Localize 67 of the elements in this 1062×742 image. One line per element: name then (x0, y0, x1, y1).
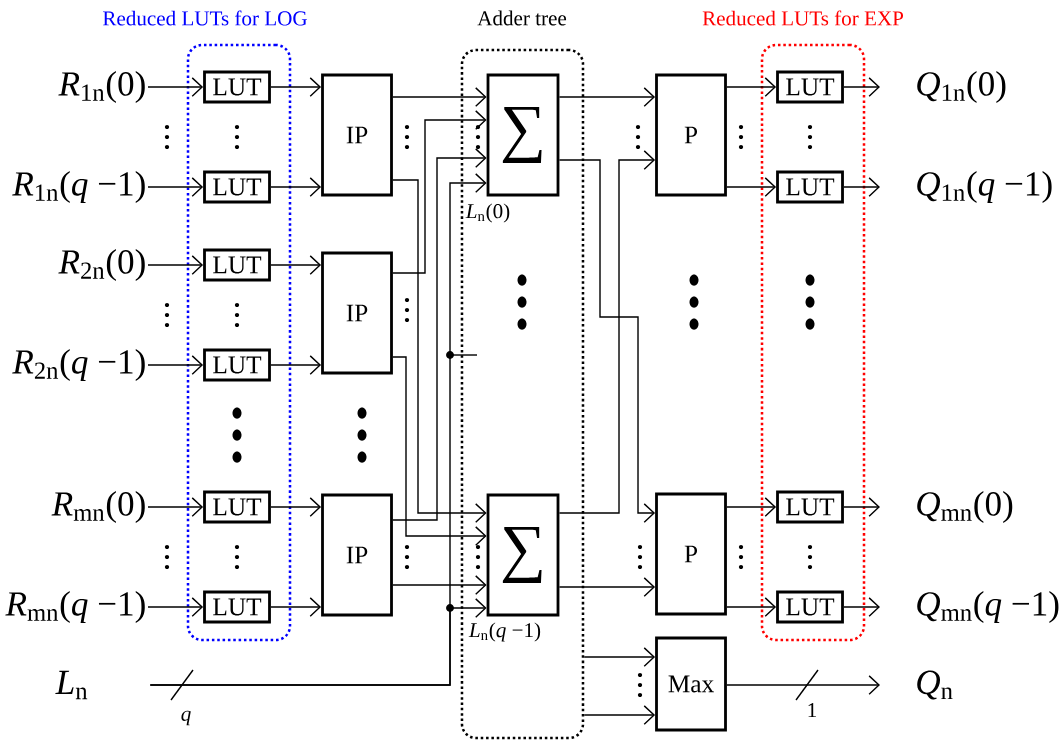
arrow (270, 77, 322, 97)
lut-box: LUT (203, 490, 271, 524)
input-label: R$_{2n}$(0) (58, 249, 145, 281)
lut-box: LUT (776, 490, 844, 524)
group-title: Reduced LUTs for EXP (702, 10, 904, 26)
arrow (726, 177, 777, 197)
input-label: R$_{mn}$(q −1) (5, 591, 145, 623)
process-box: IP (321, 73, 393, 197)
arrow (147, 597, 204, 617)
arrow (147, 497, 204, 517)
arrow (726, 597, 777, 617)
edge-label: 1 (805, 701, 819, 719)
output-label: Q$_{1n}$(0) (917, 71, 1006, 103)
adder-box: ∑ (486, 493, 560, 617)
signal-label: L$_{n}$(q −1) (468, 622, 541, 642)
process-box: Max (655, 636, 727, 732)
lut-box: LUT (203, 248, 271, 282)
adder-box: ∑ (486, 73, 560, 197)
arrow (726, 675, 880, 695)
lut-box: LUT (203, 590, 271, 624)
arrow (270, 597, 322, 617)
arrow (392, 87, 487, 107)
arrow (843, 77, 880, 97)
arrow (843, 177, 880, 197)
arrow (147, 77, 204, 97)
arrow (147, 255, 204, 275)
arrow (392, 575, 487, 595)
arrow (147, 355, 204, 375)
input-label: R$_{mn}$(0) (51, 491, 145, 523)
arrow (558, 87, 656, 107)
arrow (726, 77, 777, 97)
arrow (843, 597, 880, 617)
arrow (583, 705, 656, 725)
group-title: Reduced LUTs for LOG (103, 10, 307, 26)
lut-box: LUT (203, 70, 271, 104)
lut-box: LUT (203, 170, 271, 204)
edge-label: q (179, 709, 193, 727)
arrow (147, 177, 204, 197)
arrow (270, 177, 322, 197)
arrow (392, 110, 487, 274)
arrow (843, 497, 880, 517)
process-box: P (655, 73, 727, 197)
arrow (726, 497, 777, 517)
signal-label: L$_{n}$(0) (465, 203, 510, 223)
process-box: IP (321, 493, 393, 617)
group-title: Adder tree (477, 10, 567, 26)
arrow (270, 255, 322, 275)
lut-box: LUT (776, 70, 844, 104)
arrow (270, 355, 322, 375)
process-box: IP (321, 251, 393, 375)
arrow (392, 356, 487, 546)
output-label: Q$_{mn}$(q −1) (917, 591, 1059, 623)
input-label: R$_{1n}$(0) (58, 71, 145, 103)
output-label: Q$_{mn}$(0) (917, 491, 1013, 523)
output-label: Q$_{1n}$(q −1) (917, 171, 1052, 203)
process-box: P (655, 492, 727, 616)
arrow (270, 497, 322, 517)
input-label: R$_{1n}$(q −1) (12, 171, 145, 203)
arrow (583, 647, 656, 667)
lut-box: LUT (776, 590, 844, 624)
arrow (149, 598, 487, 686)
output-label: Q$_{n}$ (917, 670, 953, 700)
lut-box: LUT (776, 170, 844, 204)
input-label: L$_{n}$ (55, 670, 88, 700)
input-label: R$_{2n}$(q −1) (12, 349, 145, 381)
lut-box: LUT (203, 348, 271, 382)
arrow (558, 577, 656, 597)
